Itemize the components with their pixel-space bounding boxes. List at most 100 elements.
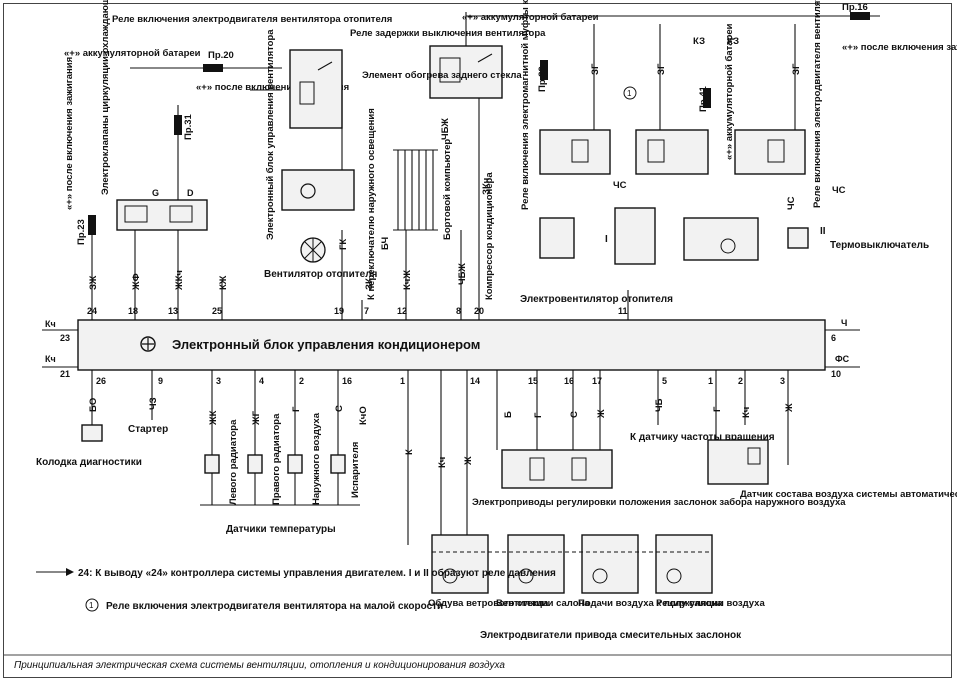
fuse-pr16-label: Пр.16 (842, 2, 868, 13)
ecu-pin-16b: 16 (564, 376, 574, 386)
motor-floor-label: Подачи воздуха к полу салона (578, 598, 723, 609)
fuse-pr20 (203, 64, 223, 72)
ecu-left-wire-bottom: Кч (45, 354, 56, 364)
flap-actuators-box (501, 449, 613, 489)
relay-high-speed-box (734, 129, 806, 175)
ecu-pin-20: 20 (474, 306, 484, 316)
top-wire-labels: ЗЖ ЖФ ЖКч КЖ ГК ЗК КчЖ ЧБЖ БЧ ЗКч ЧБЖ КЗ… (88, 36, 846, 291)
diag-socket (81, 424, 103, 442)
svg-text:D: D (187, 188, 194, 198)
heater-fan-ecu-label: Электронный блок управления вентилятора (265, 29, 276, 240)
ecu-pin-14: 14 (470, 376, 480, 386)
relay-compressor-box (539, 129, 611, 175)
svg-text:БО: БО (88, 398, 99, 412)
ecu-symbol (140, 336, 156, 352)
mixing-motors (431, 534, 713, 594)
ecu-title: Электронный блок управления кондиционеро… (172, 337, 480, 352)
compressor-relay-label: Реле включения электромагнитной муфты ко… (520, 0, 531, 210)
ecu-pin-24: 24 (87, 306, 97, 316)
thermoswitch-label: Термовыключатель (830, 240, 929, 251)
svg-text:ЧС: ЧС (613, 180, 627, 191)
svg-text:G: G (152, 188, 159, 198)
pressure-switch-box (614, 207, 656, 265)
ecu-pin-3: 3 (216, 376, 221, 386)
svg-text:ЖКч: ЖКч (174, 270, 185, 291)
ecu-pin-17: 17 (592, 376, 602, 386)
legend-arrow-note: 24: К выводу «24» контроллера системы уп… (78, 567, 556, 579)
svg-text:ЖФ: ЖФ (131, 273, 142, 291)
ecu-bottom-pins: 26 9 3 4 2 16 1 14 15 16 17 5 1 2 3 (91, 370, 789, 545)
ecu-pin-1a: 1 (400, 376, 405, 386)
svg-text:Кч: Кч (741, 407, 752, 418)
svg-text:Г: Г (291, 406, 302, 412)
svg-text:Ж: Ж (596, 409, 607, 419)
sensor-left-radiator: Левого радиатора (228, 419, 239, 505)
ecu-pin-9: 9 (158, 376, 163, 386)
air-quality-sensor-label: Датчик состава воздуха системы автоматич… (740, 489, 957, 500)
outside-lighting-label: К переключателю наружного освещения (366, 108, 377, 300)
condenser-fan-box (683, 217, 759, 261)
fuse-pr23 (88, 215, 96, 235)
svg-text:С: С (334, 405, 345, 412)
ecu-pin-5: 5 (662, 376, 667, 386)
svg-text:ЗГ: ЗГ (590, 63, 601, 75)
ecu-pin-3b: 3 (780, 376, 785, 386)
bottom-wire-labels: БО ЧЗ ЖК ЖГ Г С КчО К Кч Ж Б Г С Ж ЧБ Г … (88, 397, 795, 468)
fuse-pr39 (540, 60, 548, 80)
after-ignition-left: «+» после включения зажигания (196, 82, 349, 93)
motor-ventilation-label: Вентиляции салона (496, 598, 590, 609)
svg-text:ЗК: ЗК (364, 278, 375, 290)
ecu-pin-1b: 1 (708, 376, 713, 386)
coolant-valves-label: Электроклапаны циркуляции охлаждающей жи… (100, 0, 111, 195)
legend-circle-note: Реле включения электродвигателя вентилят… (106, 601, 443, 612)
sensor-outside-air: Наружного воздуха (311, 412, 322, 505)
fuse-pr31-label: Пр.31 (183, 113, 194, 140)
heater-fan-label: Вентилятор отопителя (264, 269, 378, 280)
svg-text:ЧБЖ: ЧБЖ (440, 118, 451, 140)
ecu-pin-13: 13 (168, 306, 178, 316)
svg-text:КЖ: КЖ (218, 275, 229, 290)
pressure-switch-i: I (605, 234, 608, 245)
fuse-pr39-label: Пр.39 (537, 66, 548, 92)
heater-fan-relay-label: Реле включения электродвигателя вентилят… (112, 14, 392, 25)
starter-label: Стартер (128, 424, 168, 435)
ecu-pin-4: 4 (259, 376, 264, 386)
coolant-valves-box (116, 199, 208, 231)
svg-text:1: 1 (627, 89, 632, 98)
ecu-pin-2: 2 (299, 376, 304, 386)
sensor-right-radiator: Правого радиатора (271, 413, 282, 505)
svg-text:БЧ: БЧ (380, 237, 391, 250)
compressor-clutch-box (539, 217, 575, 259)
rear-window-element-label: Элемент обогрева заднего стекла (362, 70, 522, 81)
svg-text:ЗГ: ЗГ (656, 63, 667, 75)
ecu-pin-11: 11 (618, 306, 628, 316)
ecu-pin-6: 6 (831, 333, 836, 343)
svg-text:Ж: Ж (463, 456, 474, 466)
ecu-right-wire-top: Ч (841, 318, 847, 328)
ecu-pin-25: 25 (212, 306, 222, 316)
svg-text:КЗ: КЗ (693, 36, 705, 47)
svg-text:Кч: Кч (437, 457, 448, 468)
battery-plus-right: «+» аккумуляторной батареи (724, 23, 735, 160)
fuse-pr41 (703, 88, 711, 108)
sensor-evaporator: Испарителя (350, 442, 361, 498)
battery-plus-left: «+» аккумуляторной батареи (64, 48, 201, 59)
fuse-pr41-label: Пр.41 (698, 85, 709, 112)
temp-sensors (200, 454, 360, 506)
diagram-frame (3, 3, 952, 678)
relay-low-speed-box (635, 129, 709, 175)
svg-text:С: С (569, 411, 580, 418)
svg-text:КчО: КчО (358, 406, 369, 425)
svg-text:ГК: ГК (338, 239, 349, 250)
fuse-pr31 (174, 115, 182, 135)
ecu-pin-19: 19 (334, 306, 344, 316)
ecu-pin-7: 7 (364, 306, 369, 316)
svg-text:ЧС: ЧС (832, 185, 846, 196)
ecu-top-pins: 24 18 13 25 19 7 12 8 20 11 (87, 200, 629, 320)
ecu-pin-8: 8 (456, 306, 461, 316)
svg-text:Ж: Ж (784, 403, 795, 413)
flap-actuators-label: Электроприводы регулировки положения зас… (472, 497, 846, 508)
svg-text:КчЖ: КчЖ (402, 270, 413, 290)
figure-caption: Принципиальная электрическая схема систе… (14, 660, 505, 671)
